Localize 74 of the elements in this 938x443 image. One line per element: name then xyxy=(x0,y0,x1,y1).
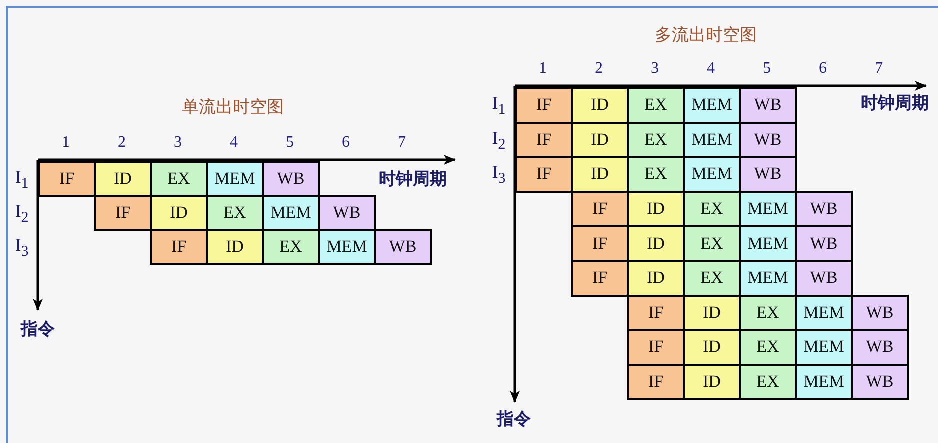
cycle-number: 5 xyxy=(763,61,771,77)
pipeline-stage: IF xyxy=(38,161,96,197)
cycle-number: 2 xyxy=(595,61,603,77)
pipeline-stage: WB xyxy=(851,294,909,332)
pipeline-stage: IF xyxy=(627,329,685,366)
pipeline-stage: WB xyxy=(739,156,797,193)
pipeline-stage: IF xyxy=(150,229,208,265)
pipeline-stage: EX xyxy=(150,161,208,197)
instruction-label: I$_{1}$ xyxy=(492,94,506,118)
instruction-label: I$_{1}$ xyxy=(15,168,29,192)
chart-title: 多流出时空图 xyxy=(655,28,757,44)
instruction-label: I$_{3}$ xyxy=(492,163,506,187)
instruction-label: I$_{2}$ xyxy=(15,202,29,226)
pipeline-stage: IF xyxy=(571,225,629,262)
pipeline-stage: ID xyxy=(627,260,685,297)
pipeline-stage: MEM xyxy=(795,329,853,366)
pipeline-stage: EX xyxy=(206,195,264,231)
cycle-number: 6 xyxy=(819,61,827,77)
axis-label: 指令 xyxy=(497,412,531,428)
pipeline-stage: EX xyxy=(739,364,797,400)
cycle-number: 3 xyxy=(174,135,182,151)
axis-label: 时钟周期 xyxy=(861,96,929,112)
pipeline-stage: ID xyxy=(571,156,629,193)
cycle-number: 4 xyxy=(230,135,238,151)
pipeline-stage: MEM xyxy=(739,260,797,297)
pipeline-stage: WB xyxy=(795,190,853,228)
pipeline-stage: WB xyxy=(795,225,853,262)
pipeline-stage: MEM xyxy=(262,195,320,231)
pipeline-stage: IF xyxy=(571,260,629,297)
pipeline-stage: ID xyxy=(206,229,264,265)
axis-label: 指令 xyxy=(21,322,55,338)
instruction-label: I$_{3}$ xyxy=(15,236,29,260)
pipeline-stage: WB xyxy=(851,329,909,366)
cycle-number: 6 xyxy=(342,135,350,151)
pipeline-stage: ID xyxy=(683,329,741,366)
pipeline-stage: IF xyxy=(515,156,573,193)
pipeline-stage: ID xyxy=(571,87,629,124)
pipeline-stage: EX xyxy=(739,329,797,366)
pipeline-stage: EX xyxy=(683,260,741,297)
pipeline-stage: ID xyxy=(683,364,741,400)
pipeline-stage: WB xyxy=(739,122,797,158)
instruction-label: I$_{2}$ xyxy=(492,128,506,152)
pipeline-stage: MEM xyxy=(739,225,797,262)
pipeline-stage: MEM xyxy=(795,364,853,400)
cycle-number: 2 xyxy=(118,135,126,151)
pipeline-stage: MEM xyxy=(683,87,741,124)
pipeline-stage: IF xyxy=(515,87,573,124)
pipeline-stage: ID xyxy=(150,195,208,231)
cycle-number: 4 xyxy=(707,61,715,77)
cycle-number: 3 xyxy=(651,61,659,77)
pipeline-stage: MEM xyxy=(206,161,264,197)
pipeline-stage: WB xyxy=(795,260,853,297)
cycle-number: 5 xyxy=(286,135,294,151)
pipeline-stage: ID xyxy=(627,225,685,262)
pipeline-stage: EX xyxy=(627,156,685,193)
pipeline-stage: MEM xyxy=(683,156,741,193)
pipeline-stage: WB xyxy=(318,195,376,231)
pipeline-stage: EX xyxy=(262,229,320,265)
pipeline-stage: ID xyxy=(94,161,152,197)
pipeline-stage: EX xyxy=(627,87,685,124)
pipeline-stage: WB xyxy=(739,87,797,124)
cycle-number: 1 xyxy=(62,135,70,151)
axis-label: 时钟周期 xyxy=(379,172,447,188)
pipeline-stage: WB xyxy=(262,161,320,197)
chart-title: 单流出时空图 xyxy=(182,100,284,116)
cycle-number: 7 xyxy=(875,61,883,77)
pipeline-stage: IF xyxy=(627,364,685,400)
pipeline-stage: WB xyxy=(851,364,909,400)
pipeline-stage: MEM xyxy=(318,229,376,265)
pipeline-stage: IF xyxy=(94,195,152,231)
cycle-number: 7 xyxy=(398,135,406,151)
cycle-number: 1 xyxy=(539,61,547,77)
pipeline-stage: WB xyxy=(374,229,432,265)
pipeline-stage: EX xyxy=(683,225,741,262)
